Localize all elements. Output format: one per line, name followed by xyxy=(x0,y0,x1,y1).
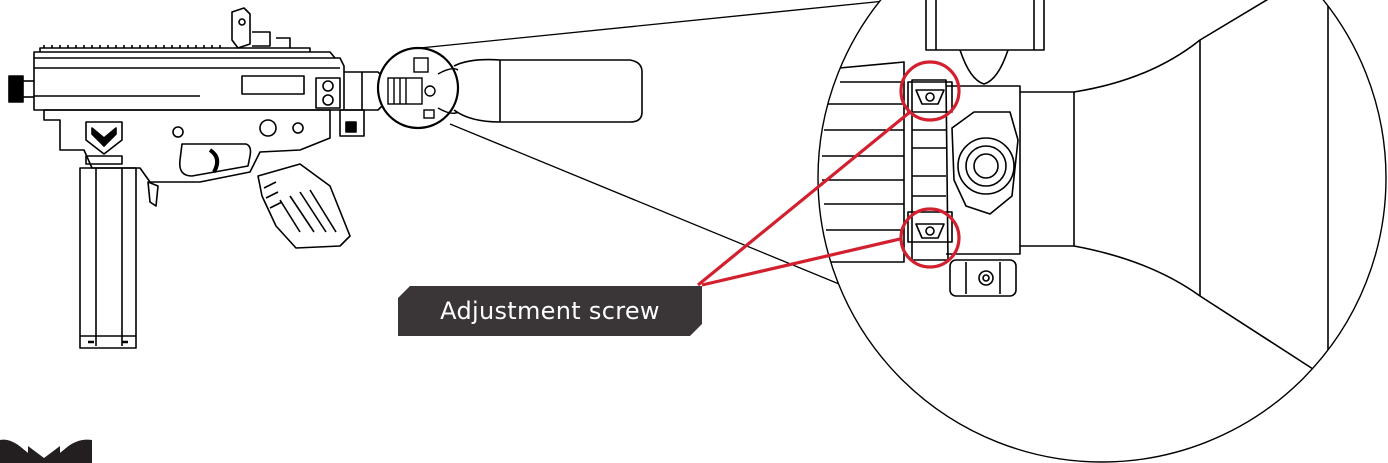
zoom-detail-view xyxy=(817,0,1387,463)
upper-screw-circle xyxy=(899,60,961,122)
zoom-detail-icon xyxy=(376,46,460,130)
lower-screw-circle xyxy=(899,207,961,269)
buffer-adapter xyxy=(339,71,385,137)
pistol-grip xyxy=(257,163,351,249)
muzzle xyxy=(8,75,34,103)
brand-logo-icon xyxy=(0,439,92,463)
adjustment-screw-label: Adjustment screw xyxy=(398,286,702,336)
leader-line-lower xyxy=(701,237,901,287)
zoom-connector xyxy=(419,0,896,301)
upper-receiver xyxy=(33,45,345,111)
rear-sight xyxy=(231,7,291,49)
adjustment-screw-highlight xyxy=(696,60,961,287)
lower-receiver xyxy=(43,109,331,183)
leader-line-upper xyxy=(696,110,912,287)
stock-tube xyxy=(453,58,643,123)
magazine xyxy=(79,167,137,349)
rifle-icon xyxy=(8,7,643,349)
